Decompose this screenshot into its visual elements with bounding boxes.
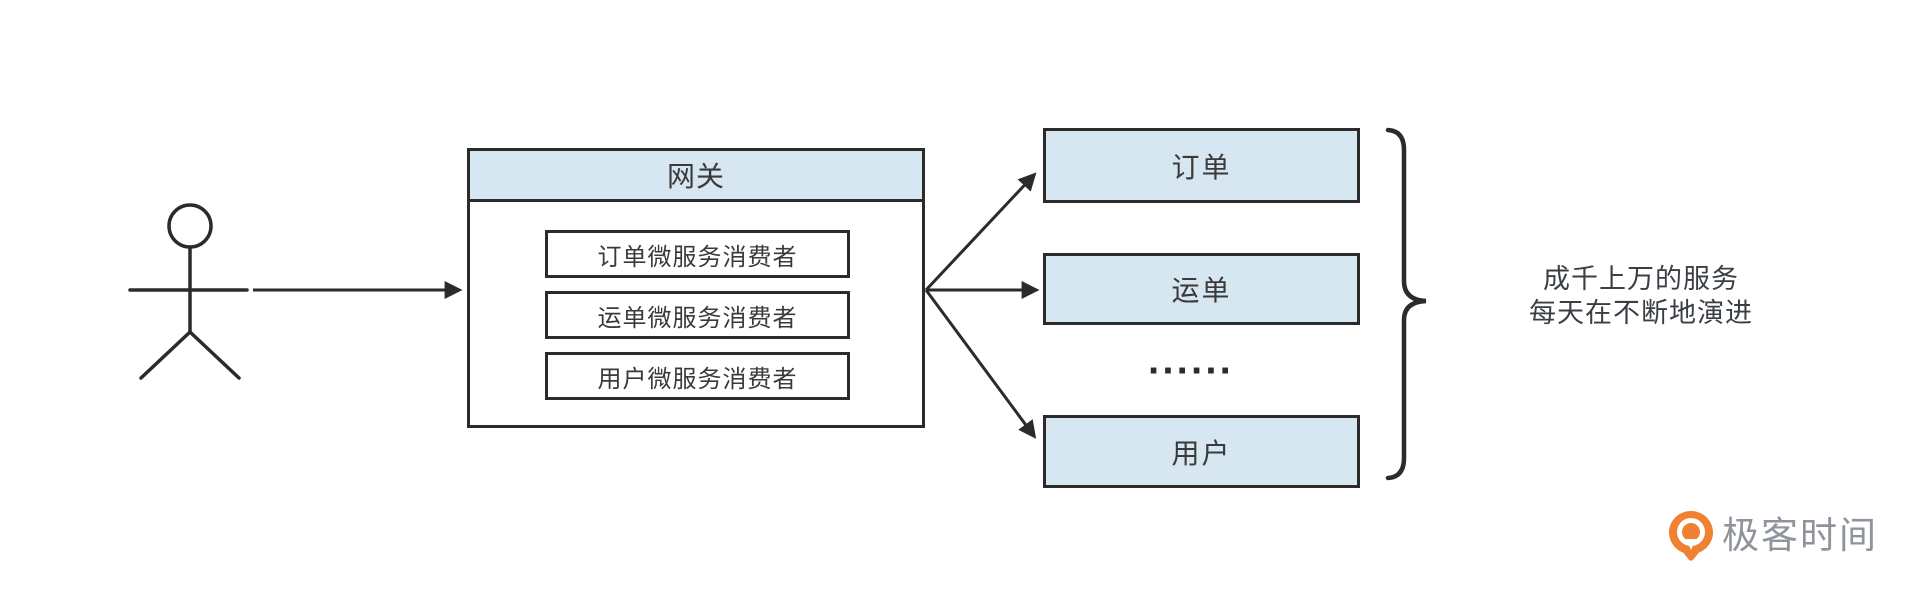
arrow-gateway-to-user-service (924, 289, 1037, 439)
service-box-user: 用户 (1043, 415, 1360, 488)
consumer-box-user: 用户微服务消费者 (545, 352, 850, 400)
gateway-box: 网关 订单微服务消费者 运单微服务消费者 用户微服务消费者 (467, 148, 925, 428)
arrow-gateway-to-order-service (924, 172, 1037, 292)
consumer-box-order: 订单微服务消费者 (545, 230, 850, 278)
services-caption: 成千上万的服务 每天在不断地演进 (1441, 262, 1841, 330)
geektime-icon (1669, 511, 1713, 561)
brand-logo: 极客时间 (1668, 508, 1878, 564)
caption-line2: 每天在不断地演进 (1529, 298, 1753, 328)
actor-figure (128, 203, 249, 380)
actor-leg-left (139, 330, 192, 380)
actor-head (167, 203, 213, 249)
brand-name: 极客时间 (1722, 515, 1878, 556)
service-box-waybill: 运单 (1043, 253, 1360, 325)
services-brace (1385, 127, 1427, 481)
actor-leg-right (188, 330, 241, 380)
gateway-title: 网关 (470, 151, 922, 202)
caption-line1: 成千上万的服务 (1543, 264, 1739, 294)
services-ellipsis: ······ (1148, 349, 1234, 393)
service-box-order: 订单 (1043, 128, 1360, 203)
consumer-box-waybill: 运单微服务消费者 (545, 291, 850, 339)
